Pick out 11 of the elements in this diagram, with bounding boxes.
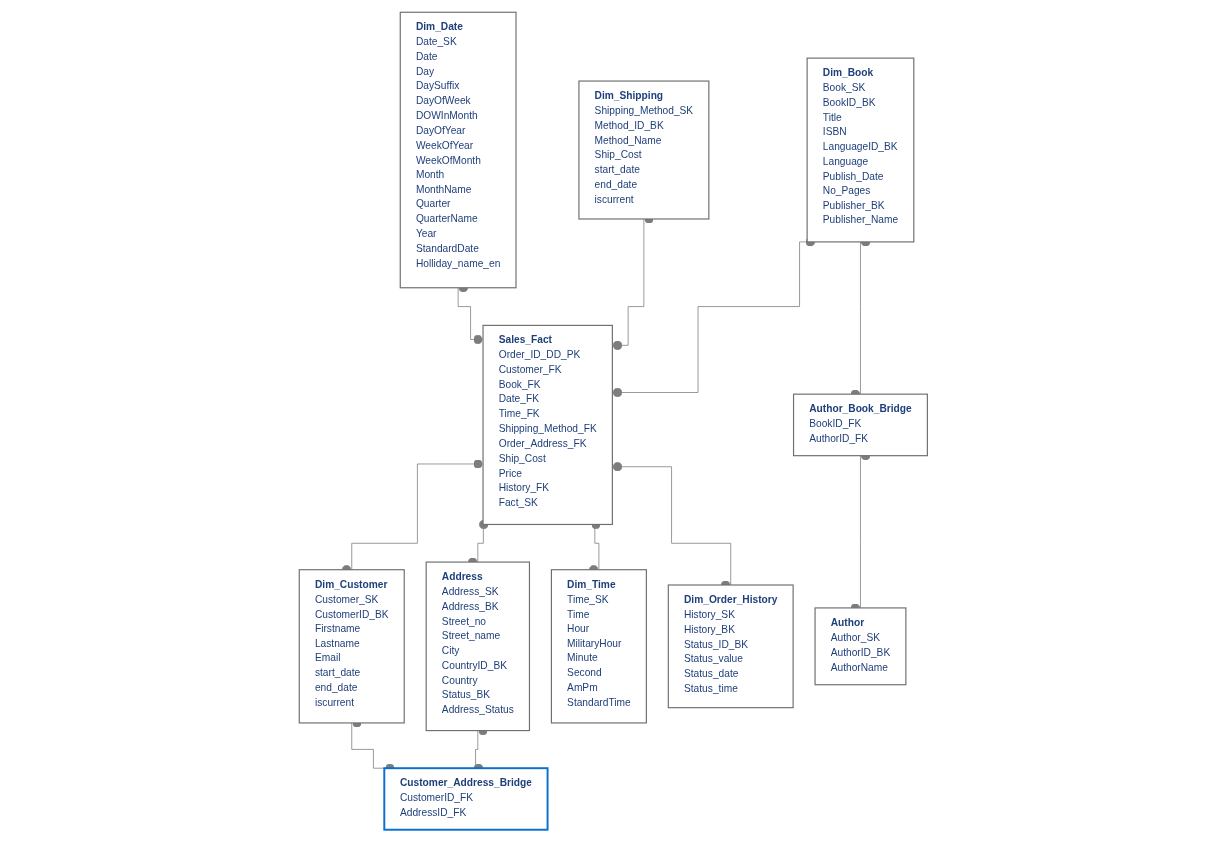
node-box: Dim_Date Date_SK Date Day DaySuffix DayOfWeek DOWInMonth DayOfYear WeekOfYear WeekOfMonth Month MonthName Quarter QuarterName Year StandardDate Holliday_name_en bbox=[399, 11, 517, 289]
node-box: Author Author_SK AuthorID_BK AuthorName bbox=[814, 607, 907, 686]
node-box: Dim_Time Time_SK Time Hour MilitaryHour Minute Second AmPm StandardTime bbox=[550, 569, 647, 724]
node-box: Dim_Order_History History_SK History_BK Status_ID_BK Status_value Status_date Status_time bbox=[667, 584, 794, 709]
node-box: Author_Book_Bridge BookID_FK AuthorID_FK bbox=[792, 393, 928, 457]
node-box: Customer_Address_Bridge CustomerID_FK AddressID_FK bbox=[382, 767, 549, 831]
node-box: Dim_Book Book_SK BookID_BK Title ISBN LanguageID_BK Language Publish_Date No_Pages Publisher_BK Publisher_Name bbox=[806, 57, 915, 243]
node-box: Address Address_SK Address_BK Street_no Street_name City CountryID_BK Country Status_BK Address_Status bbox=[425, 561, 530, 732]
node-box: Dim_Customer Customer_SK CustomerID_BK Firstname Lastname Email start_date end_date iscurrent bbox=[298, 569, 405, 724]
node-box: Dim_Shipping Shipping_Method_SK Method_ID_BK Method_Name Ship_Cost start_date end_date iscurrent bbox=[578, 80, 710, 220]
node-box: Sales_Fact Order_ID_DD_PK Customer_FK Book_FK Date_FK Time_FK Shipping_Method_FK Order_Address_FK Ship_Cost Price History_FK Fact_SK bbox=[482, 324, 613, 526]
